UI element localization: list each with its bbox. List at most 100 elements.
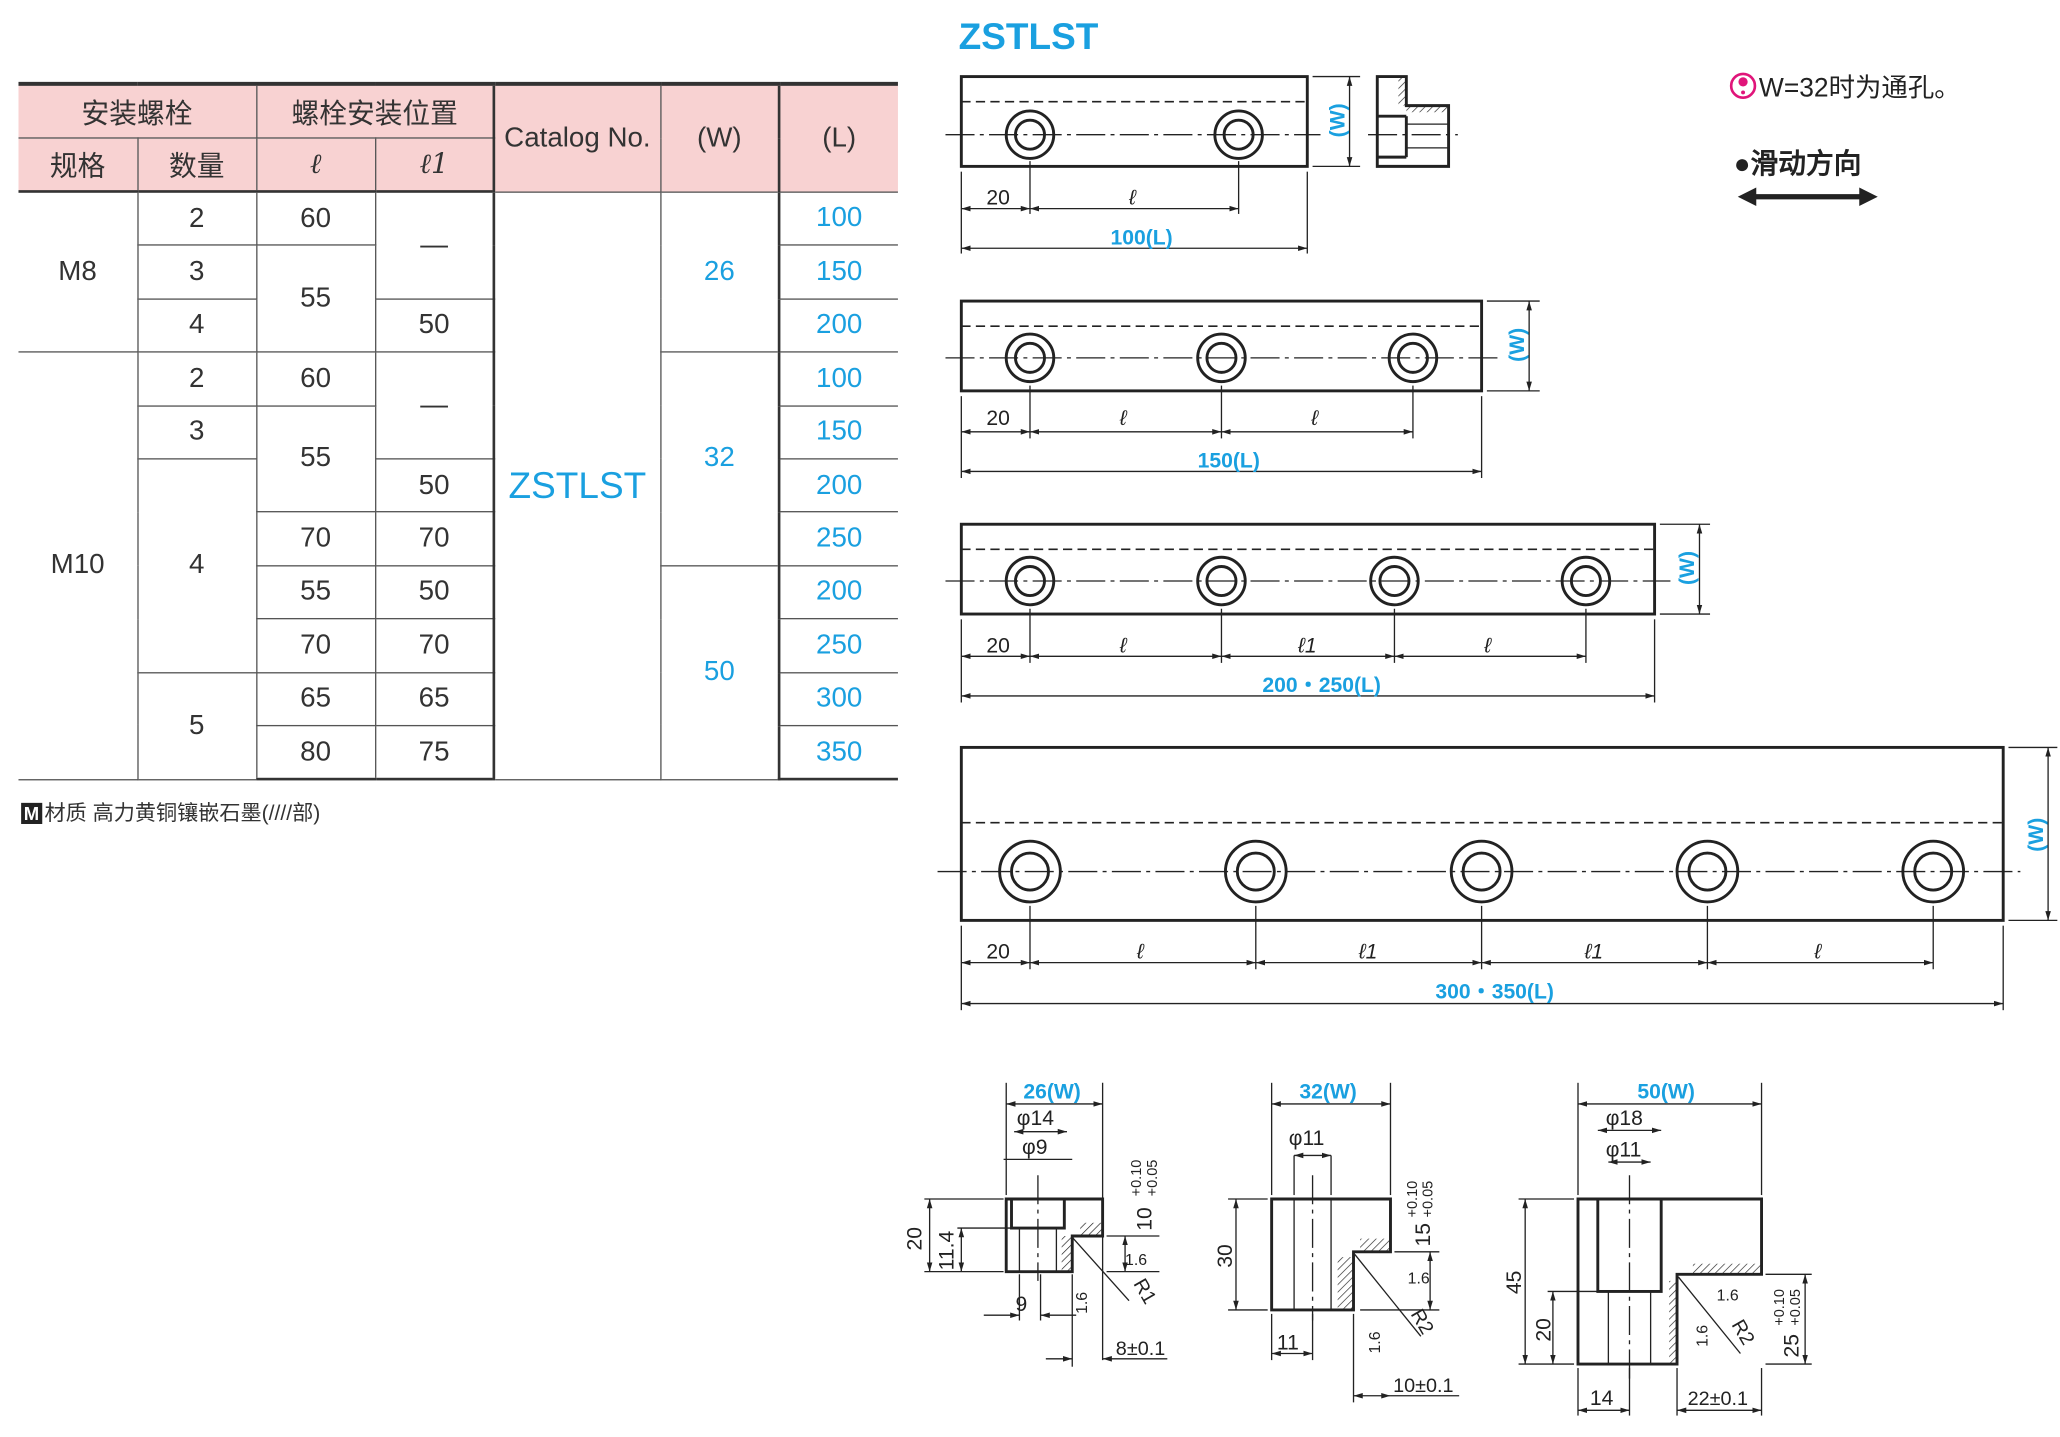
spec-m8: M8 — [18, 190, 138, 353]
l-cell: 250 — [777, 618, 898, 673]
qty-cell: 4 — [136, 298, 257, 353]
qty-cell: 2 — [136, 190, 257, 247]
top-view-100: 20 ℓ 100(L) (W) — [945, 75, 1458, 254]
l-cell: 350 — [777, 724, 898, 781]
groove-width: 8±0.1 — [1116, 1338, 1165, 1360]
qty-cell: 3 — [136, 244, 257, 300]
ell-cell: 60 — [255, 351, 376, 407]
groove-width: 10±0.1 — [1393, 1375, 1453, 1397]
dim-ell: ℓ — [1813, 941, 1822, 964]
ell-cell: 65 — [255, 671, 376, 727]
header-l: (L) — [777, 81, 898, 193]
dim-width: (W) — [1326, 103, 1349, 137]
header-catalog: Catalog No. — [492, 81, 661, 193]
ell-cell: 55 — [255, 404, 376, 513]
ell-cell: 60 — [255, 190, 376, 247]
ell1-cell: 50 — [374, 458, 495, 513]
ell-cell: 55 — [255, 244, 376, 353]
through-hole-note: W=32时为通孔。 — [1759, 72, 1961, 102]
slide-direction-label: ●滑动方向 — [1734, 148, 1862, 179]
w-cell: 50 — [659, 564, 780, 781]
tolerance-lower: +0.05 — [1788, 1289, 1804, 1326]
l-cell: 200 — [777, 298, 898, 353]
top-view-150: 20 ℓ ℓ 150(L) (W) — [945, 299, 1540, 479]
section-width: 26(W) — [1023, 1081, 1080, 1104]
roughness-label: 1.6 — [1125, 1252, 1147, 1269]
header-ell: ℓ — [255, 137, 376, 193]
l-cell: 300 — [777, 671, 898, 727]
section-50: 50(W) φ18 φ11 45 20 25 +0.10 +0.05 1.6 1… — [1503, 1081, 1812, 1416]
step-height: 15 — [1412, 1223, 1435, 1246]
hole-diameter: φ9 — [1022, 1136, 1047, 1159]
dim-ell: ℓ — [1136, 941, 1145, 964]
dim-ell: ℓ — [1119, 407, 1128, 430]
hole-diameter: φ11 — [1289, 1127, 1325, 1150]
side-view — [1368, 75, 1458, 168]
dim-20: 20 — [986, 941, 1009, 964]
counterbore-diameter: φ18 — [1606, 1107, 1643, 1130]
roughness-label: 1.6 — [1408, 1271, 1430, 1288]
roughness-label: 1.6 — [1367, 1331, 1384, 1353]
height-dim: 45 — [1503, 1271, 1526, 1294]
spec-table: 安装螺栓 螺栓安装位置 Catalog No. (W) (L) 规格 数量 ℓ … — [18, 81, 898, 781]
dim-length: 200・250(L) — [1262, 674, 1381, 697]
ell-cell: 80 — [255, 724, 376, 781]
groove-width: 22±0.1 — [1688, 1388, 1748, 1410]
section-width: 32(W) — [1299, 1081, 1356, 1104]
qty-cell: 3 — [136, 404, 257, 460]
section-width: 50(W) — [1637, 1081, 1694, 1104]
dim-ell1: ℓ1 — [1584, 941, 1604, 964]
step-height: 10 — [1133, 1207, 1156, 1230]
ell1-cell: 75 — [374, 724, 495, 781]
spec-m10: M10 — [18, 351, 138, 781]
dim-20: 20 — [986, 634, 1009, 657]
dim-ell: ℓ — [1483, 634, 1492, 657]
section-26: 26(W) φ14 φ9 20 11.4 10 +0.10 +0.05 1.6 … — [904, 1081, 1168, 1367]
header-spec: 规格 — [18, 137, 138, 193]
dim-length: 150(L) — [1198, 449, 1260, 472]
ell1-cell: — — [374, 351, 495, 460]
w-cell: 32 — [659, 351, 780, 567]
roughness-label: 1.6 — [1717, 1288, 1739, 1305]
catalog-no: ZSTLST — [492, 190, 661, 781]
dim-width: (W) — [2025, 818, 2048, 852]
material-badge: M — [21, 802, 42, 824]
header-bolt: 安装螺栓 — [18, 81, 257, 139]
dim-ell1: ℓ1 — [1358, 941, 1378, 964]
section-32: 32(W) φ11 30 15 +0.10 +0.05 1.6 1.6 R2 1… — [1214, 1081, 1460, 1403]
radius-label: R1 — [1129, 1275, 1161, 1308]
l-cell: 200 — [777, 458, 898, 513]
roughness-label: 1.6 — [1694, 1325, 1711, 1347]
qty-cell: 5 — [136, 671, 257, 781]
header-w: (W) — [659, 81, 780, 193]
dim-width: (W) — [1506, 328, 1529, 362]
l-cell: 150 — [777, 404, 898, 460]
dim-20: 20 — [986, 187, 1009, 210]
header-qty: 数量 — [136, 137, 257, 193]
ell1-cell: 50 — [374, 564, 495, 620]
height-dim: 30 — [1214, 1244, 1237, 1267]
l-cell: 250 — [777, 511, 898, 567]
header-ell1: ℓ1 — [374, 137, 495, 193]
note-icon — [1729, 72, 1757, 100]
ell1-cell: 65 — [374, 671, 495, 727]
ell1-cell: 70 — [374, 618, 495, 673]
drawing-title: ZSTLST — [959, 16, 1099, 57]
dim-width: (W) — [1676, 551, 1699, 585]
dim-20: 20 — [986, 407, 1009, 430]
dim-ell: ℓ — [1128, 187, 1137, 210]
l-cell: 100 — [777, 190, 898, 247]
tolerance-lower: +0.05 — [1421, 1181, 1437, 1218]
radius-label: R2 — [1727, 1316, 1759, 1349]
qty-cell: 2 — [136, 351, 257, 407]
tolerance-upper: +0.10 — [1129, 1160, 1145, 1197]
top-view-300-350: 20 ℓ ℓ1 ℓ1 ℓ 300・350(L) (W) — [937, 745, 2058, 1011]
counterbore-depth: 20 — [1532, 1318, 1555, 1341]
roughness-label: 1.6 — [1074, 1292, 1091, 1314]
counterbore-diameter: φ14 — [1017, 1107, 1054, 1130]
tolerance-lower: +0.05 — [1145, 1160, 1161, 1197]
hole-diameter: φ11 — [1606, 1139, 1642, 1162]
